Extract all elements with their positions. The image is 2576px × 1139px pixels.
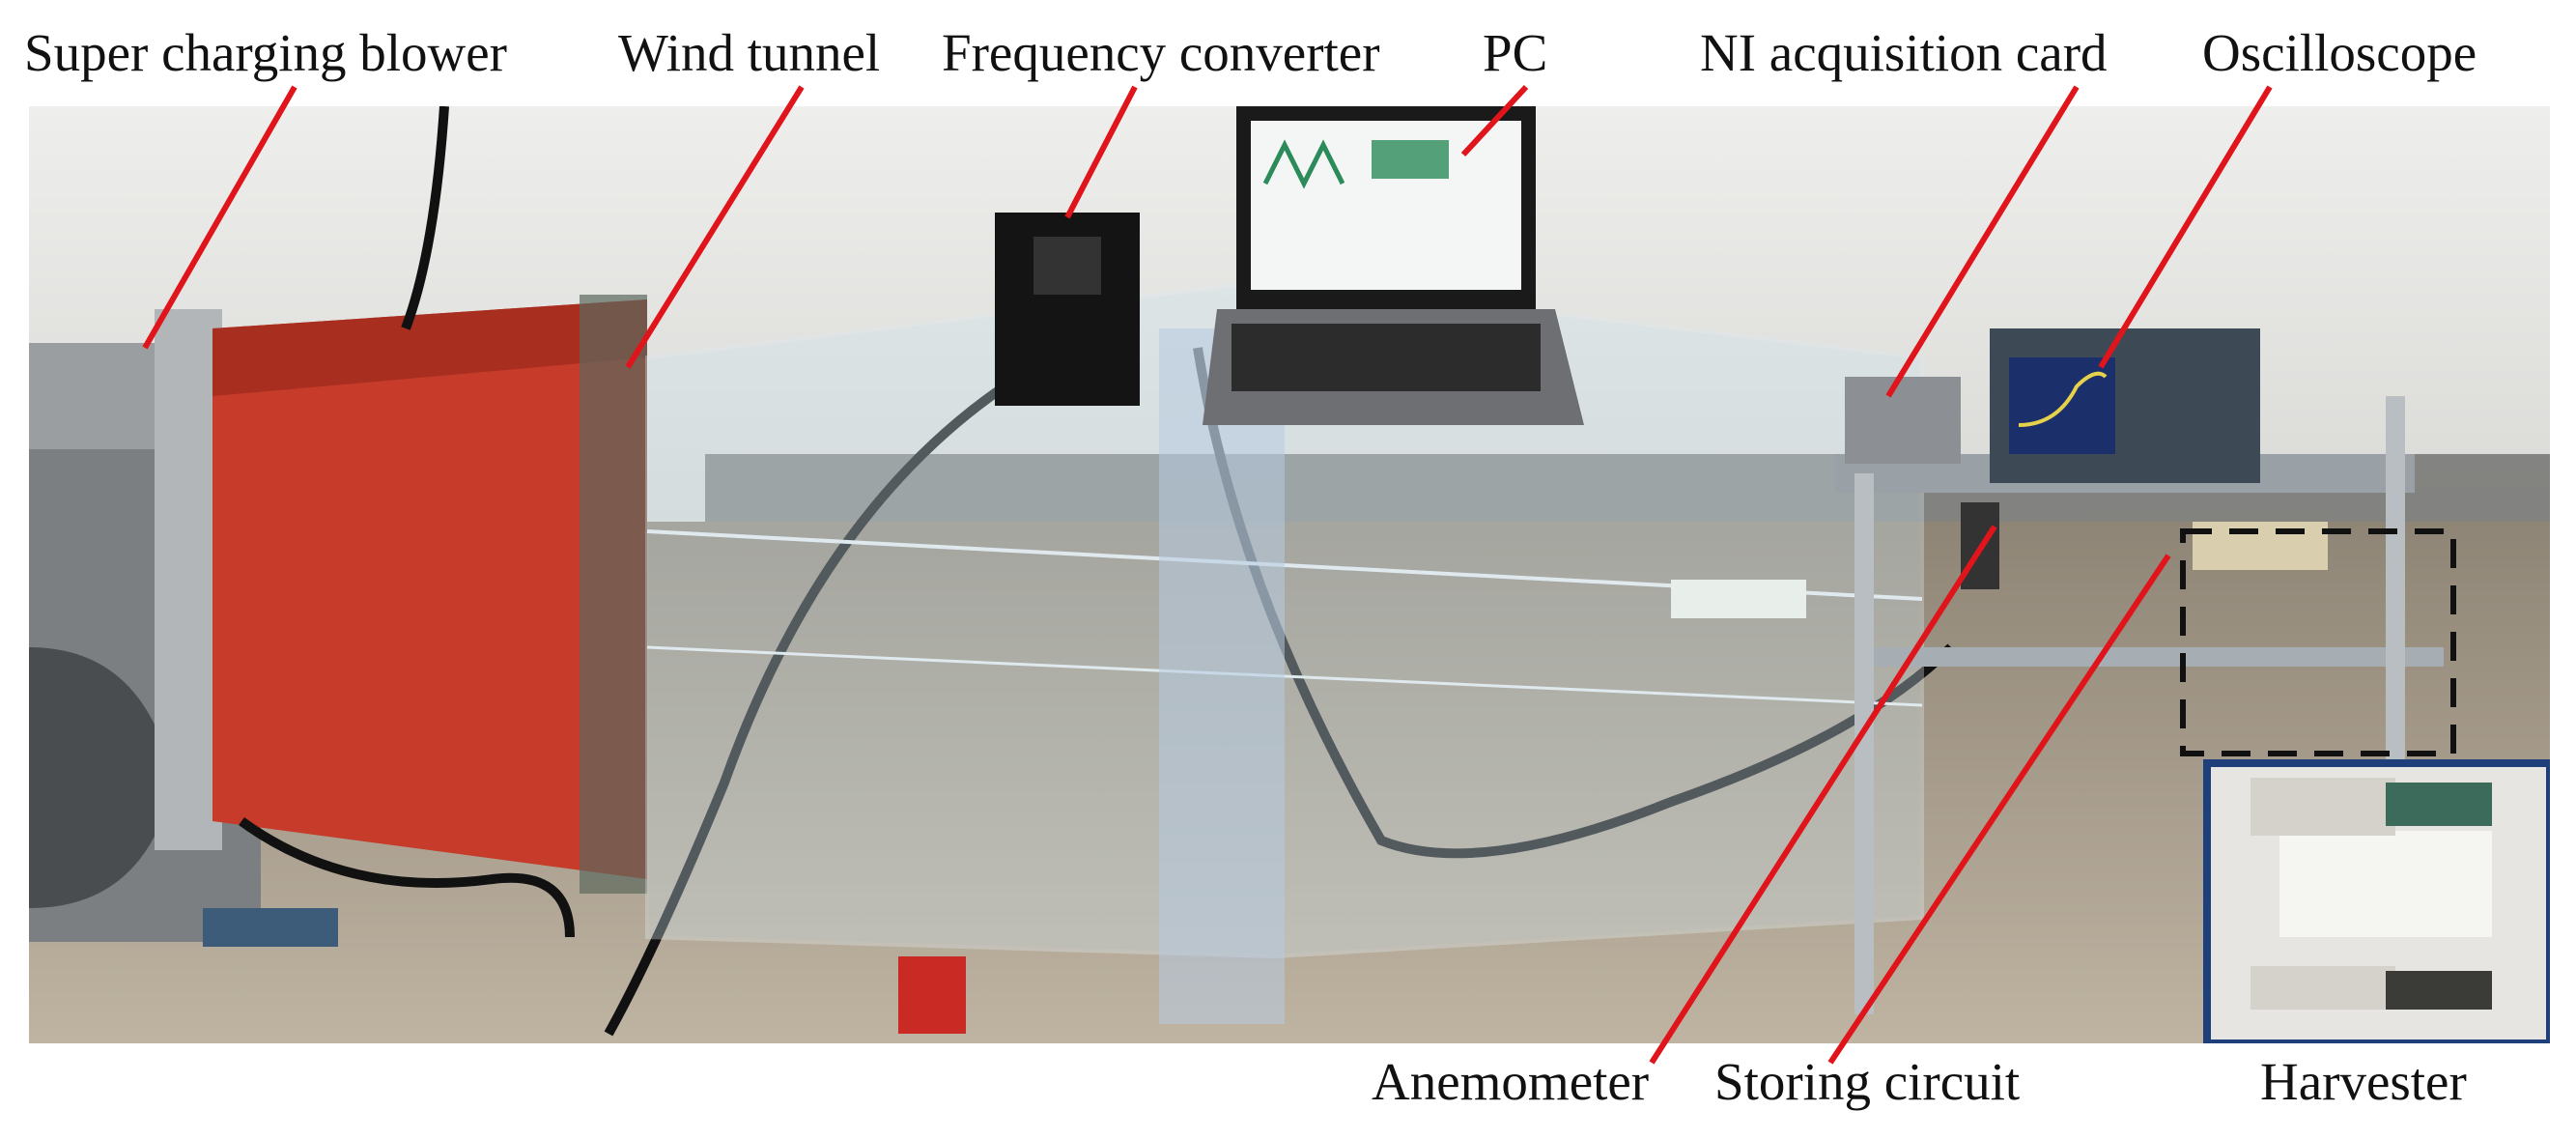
leader-line-frequency-converter [1064, 85, 1138, 219]
label-pc: PC [1483, 23, 1548, 82]
leader-line-storing-circuit [1827, 554, 2171, 1065]
harvester-inset [2203, 759, 2550, 1043]
leader-line-oscilloscope [2098, 85, 2273, 369]
power-strip [1671, 580, 1806, 618]
wind-tunnel-duct [212, 295, 647, 894]
label-wind-tunnel: Wind tunnel [618, 23, 881, 82]
laptop-pc [1203, 106, 1584, 425]
label-harvester: Harvester [2260, 1052, 2467, 1111]
floor-connector [898, 956, 966, 1034]
label-storing-circuit: Storing circuit [1714, 1052, 2021, 1111]
leader-line-pc [1460, 84, 1529, 157]
label-ni-card: NI acquisition card [1700, 23, 2108, 82]
label-oscilloscope: Oscilloscope [2202, 23, 2477, 82]
leader-line-anemometer [1649, 525, 1997, 1065]
acrylic-tunnel [645, 277, 1924, 1024]
leader-line-ni-card [1885, 85, 2080, 398]
harvester-highlight-box [2180, 528, 2456, 756]
instrument-bench [1835, 328, 2444, 1034]
leader-line-blower [142, 85, 297, 350]
label-blower: Super charging blower [24, 23, 507, 82]
frequency-converter [995, 213, 1140, 406]
label-frequency-converter: Frequency converter [942, 23, 1380, 82]
label-anemometer: Anemometer [1372, 1052, 1650, 1111]
leader-line-wind-tunnel [625, 85, 805, 369]
